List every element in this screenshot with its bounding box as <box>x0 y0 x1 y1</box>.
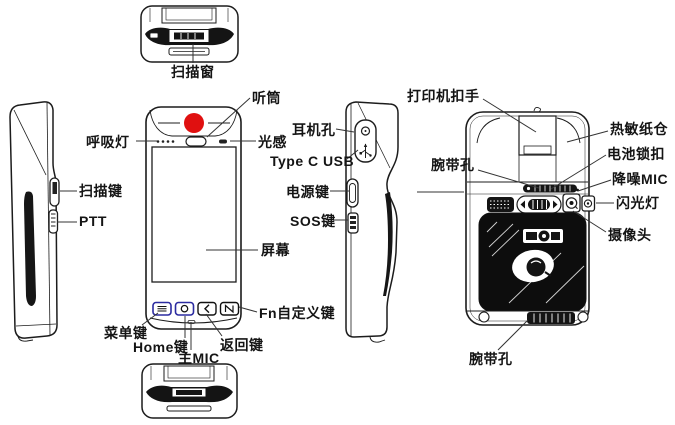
fn-button-icon <box>219 301 240 316</box>
label-type-c-usb: Type C USB <box>270 153 355 169</box>
label-screen: 屏幕 <box>261 242 290 258</box>
label-sos-key: SOS键 <box>290 213 336 229</box>
power-key <box>346 178 359 208</box>
led-indicators <box>156 140 175 143</box>
brand-badge <box>523 229 563 243</box>
strap-slot-bottom <box>527 312 575 324</box>
flash-led <box>581 195 596 212</box>
usb-icon <box>359 143 372 158</box>
camera-lens <box>562 193 581 213</box>
port-cover <box>354 119 377 163</box>
earpiece-slot <box>185 136 207 147</box>
speaker-grille <box>487 197 514 212</box>
top-view <box>140 5 239 63</box>
label-earpiece: 听筒 <box>252 90 281 106</box>
label-ptt-key: PTT <box>79 213 107 229</box>
printer-latch <box>518 106 557 156</box>
back-button-icon <box>197 301 217 316</box>
label-strap-hole-back: 腕带孔 <box>431 157 475 173</box>
screw-left <box>478 311 490 323</box>
label-breathing-light: 呼吸灯 <box>86 134 130 150</box>
label-battery-lock: 电池锁扣 <box>607 146 665 162</box>
headphone-jack-icon <box>360 126 371 136</box>
label-menu-key: 菜单键 <box>104 325 148 341</box>
nfc-logo <box>512 249 554 283</box>
back-grip-groove <box>383 192 393 296</box>
label-home-key: Home键 <box>133 339 189 355</box>
menu-button-icon <box>152 301 172 316</box>
right-side-view <box>345 101 399 343</box>
screw-right <box>577 311 589 323</box>
label-flash: 闪光灯 <box>616 195 660 211</box>
label-light-sensor: 光感 <box>258 134 287 150</box>
label-main-mic: 主MIC <box>178 350 220 366</box>
grip-groove <box>24 191 36 306</box>
scan-key <box>49 177 60 207</box>
label-strap-hole-bottom: 腕带孔 <box>469 351 513 367</box>
light-sensor-slot <box>219 139 227 144</box>
home-button-icon <box>174 301 195 316</box>
strap-slot-back <box>523 184 577 193</box>
scan-head-panel <box>149 109 238 137</box>
sos-key <box>347 212 359 234</box>
label-thermal-paper: 热敏纸仓 <box>610 121 668 137</box>
front-view <box>145 106 242 330</box>
label-power-key: 电源键 <box>286 184 330 200</box>
label-camera: 摄像头 <box>608 227 652 243</box>
screen-area <box>151 146 237 283</box>
label-printer-latch: 打印机扣手 <box>407 88 480 104</box>
label-fn-custom-key: Fn自定义键 <box>259 305 336 321</box>
label-earphone-jack: 耳机孔 <box>292 122 336 138</box>
scan-engine-dot <box>184 113 204 133</box>
label-back-key: 返回键 <box>220 337 264 353</box>
bottom-view <box>141 363 238 419</box>
back-view <box>465 106 596 326</box>
left-side-view <box>9 101 60 342</box>
label-scan-window: 扫描窗 <box>171 64 215 80</box>
label-noise-mic: 降噪MIC <box>612 171 669 187</box>
battery-lock-slider <box>516 195 562 214</box>
battery-cover-panel <box>478 212 587 312</box>
label-scan-key: 扫描键 <box>79 183 123 199</box>
leader-lines <box>57 44 614 351</box>
ptt-key <box>48 209 59 234</box>
